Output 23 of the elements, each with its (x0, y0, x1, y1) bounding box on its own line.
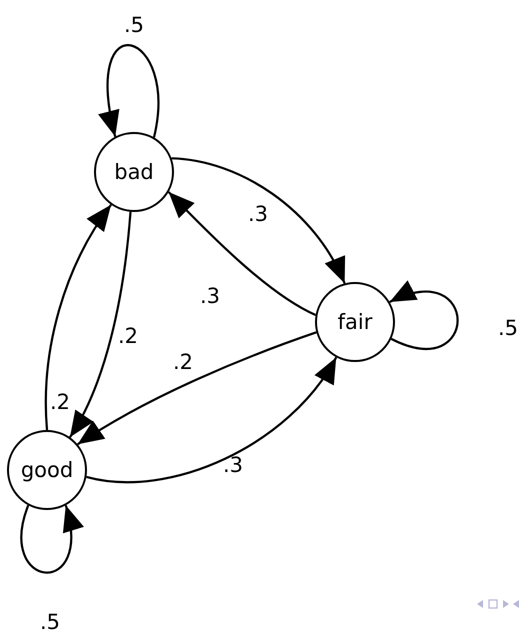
edge-label: .5 (498, 316, 518, 340)
edge-label: .2 (50, 390, 70, 414)
edge-label: .3 (248, 202, 268, 226)
edge-label: .5 (40, 610, 60, 634)
edge-label: .3 (222, 453, 244, 477)
edge-label: .5 (124, 13, 144, 37)
self-loop-arrow (20, 505, 82, 574)
transition-arrow (69, 212, 132, 438)
edge-label: .2 (118, 324, 138, 348)
edge-label: .3 (200, 284, 220, 308)
state-label: bad (114, 160, 154, 184)
transition-arrow (86, 356, 338, 484)
state-label: good (20, 458, 74, 482)
transition-arrow (168, 191, 316, 316)
transition-arrow (77, 331, 317, 446)
transition-arrow (44, 204, 112, 430)
state-circle (94, 132, 174, 212)
self-loop-arrow (389, 282, 459, 350)
state-label: fair (338, 310, 372, 334)
edge-label: .2 (172, 350, 194, 374)
state-circle (7, 430, 87, 510)
transition-arrow (172, 157, 346, 284)
self-loop-arrow (99, 44, 160, 138)
